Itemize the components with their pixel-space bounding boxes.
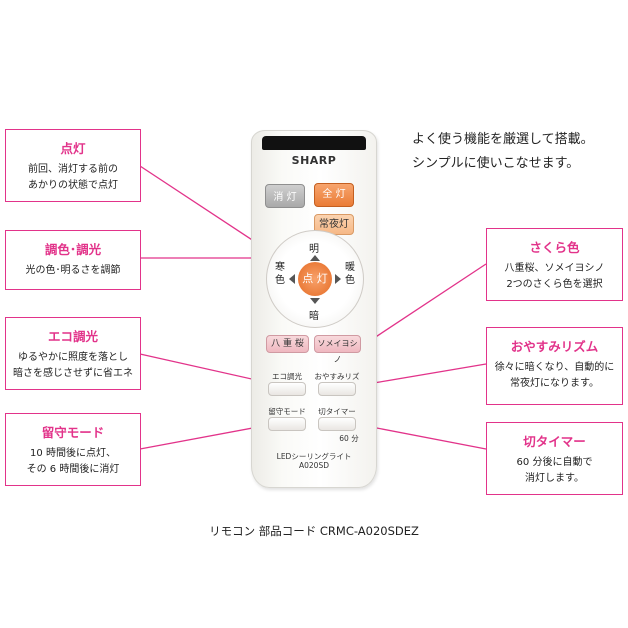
yae-zakura-label: 八 重 桜 xyxy=(271,339,304,349)
arrow-left-icon[interactable] xyxy=(289,274,295,284)
somei-yoshino-button[interactable]: ソメイヨシノ xyxy=(314,335,361,364)
somei-yoshino-label: ソメイヨシノ xyxy=(317,339,358,364)
callout-desc: 10 時間後に点灯、 その 6 時間後に消灯 xyxy=(26,448,120,475)
callout-oyasumi: おやすみリズム 徐々に暗くなり、自動的に 常夜灯になります。 xyxy=(486,327,623,405)
callout-desc: 八重桜、ソメイヨシノ 2つのさくら色を選択 xyxy=(504,263,605,290)
timer-60-label: 60 分 xyxy=(339,434,359,443)
night-light-label: 常夜灯 xyxy=(319,219,349,230)
eco-label: エコ調光 xyxy=(272,372,302,381)
callout-desc: 徐々に暗くなり、自動的に 常夜灯になります。 xyxy=(494,362,615,389)
oyasumi-rhythm-button[interactable] xyxy=(318,382,356,396)
rusu-label: 留守モード xyxy=(268,407,306,416)
eco-dimming-button[interactable] xyxy=(268,382,306,396)
dial-up-label: 明 xyxy=(309,244,319,255)
away-mode-button[interactable] xyxy=(268,417,306,431)
callout-desc: ゆるやかに照度を落とし 暗さを感じさせずに省エネ xyxy=(13,352,133,379)
callout-chosyoku: 調色･調光 光の色･明るさを調節 xyxy=(5,230,141,290)
part-code-caption: リモコン 部品コード CRMC-A020SDEZ xyxy=(209,524,419,538)
callout-title: 調色･調光 xyxy=(44,242,102,257)
ir-window xyxy=(262,136,366,150)
full-light-label: 全 灯 xyxy=(322,189,346,200)
callout-title: 留守モード xyxy=(41,425,105,440)
line-oyasumi xyxy=(355,363,487,387)
callout-eco: エコ調光 ゆるやかに照度を落とし 暗さを感じさせずに省エネ xyxy=(5,317,141,390)
callout-kiri: 切タイマー 60 分後に自動で 消灯します。 xyxy=(486,422,623,495)
model-line-2: A020SD xyxy=(299,461,329,470)
callout-desc: 前回、消灯する前の あかりの状態で点灯 xyxy=(28,164,118,191)
line-sakura xyxy=(355,263,487,351)
center-light-button[interactable]: 点 灯 xyxy=(298,262,332,296)
off-button-label: 消 灯 xyxy=(273,192,297,203)
remote-control: SHARP 消 灯 全 灯 常夜灯 明 暗 寒 色 暖 色 点 灯 八 重 桜 … xyxy=(251,130,377,488)
callout-title: 点灯 xyxy=(60,141,86,156)
full-light-button[interactable]: 全 灯 xyxy=(314,183,354,207)
callout-title: さくら色 xyxy=(529,240,580,255)
dial-right-label: 暖 色 xyxy=(345,262,355,286)
dial-down-label: 暗 xyxy=(309,311,319,322)
arrow-down-icon[interactable] xyxy=(310,298,320,304)
line-kiri xyxy=(355,423,487,450)
arrow-right-icon[interactable] xyxy=(335,274,341,284)
callout-title: エコ調光 xyxy=(47,329,98,344)
dial-left-label: 寒 色 xyxy=(275,262,285,286)
callout-title: おやすみリズム xyxy=(510,339,599,354)
off-button[interactable]: 消 灯 xyxy=(265,184,305,208)
callout-sakura: さくら色 八重桜、ソメイヨシノ 2つのさくら色を選択 xyxy=(486,228,623,301)
model-line-1: LEDシーリングライト xyxy=(276,452,352,461)
kiri-label: 切タイマー xyxy=(318,407,356,416)
arrow-up-icon[interactable] xyxy=(310,255,320,261)
brand-logo: SHARP xyxy=(291,154,337,167)
tagline: よく使う機能を厳選して搭載。 シンプルに使いこなせます。 xyxy=(412,132,594,171)
yae-zakura-button[interactable]: 八 重 桜 xyxy=(266,335,309,353)
callout-desc: 光の色･明るさを調節 xyxy=(25,265,121,276)
off-timer-button[interactable] xyxy=(318,417,356,431)
callout-rusu: 留守モード 10 時間後に点灯、 その 6 時間後に消灯 xyxy=(5,413,141,486)
callout-desc: 60 分後に自動で 消灯します。 xyxy=(516,457,593,484)
color-brightness-dial[interactable]: 明 暗 寒 色 暖 色 点 灯 xyxy=(266,230,364,328)
callout-tento: 点灯 前回、消灯する前の あかりの状態で点灯 xyxy=(5,129,141,202)
callout-title: 切タイマー xyxy=(523,434,586,449)
